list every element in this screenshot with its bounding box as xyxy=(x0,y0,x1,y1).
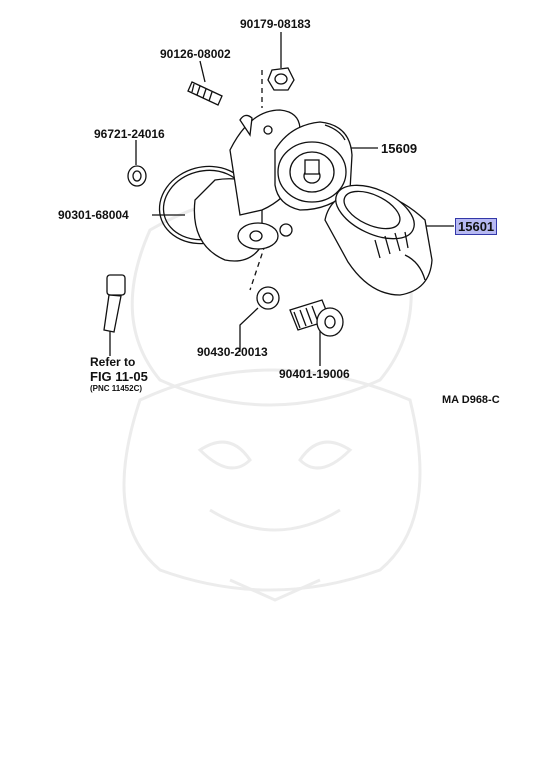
label-15609: 15609 xyxy=(381,141,418,156)
label-90179-08183: 90179-08183 xyxy=(240,17,311,31)
label-90430-20013: 90430-20013 xyxy=(197,345,268,359)
hex-nut xyxy=(267,67,295,91)
label-15601-highlighted[interactable]: 15601 xyxy=(455,218,498,235)
refer-to-text: Refer to xyxy=(90,355,136,369)
oil-cooler xyxy=(274,121,353,211)
refer-pnc-text: (PNC 11452C) xyxy=(90,384,143,393)
oil-filter xyxy=(324,184,433,296)
stud-bolt xyxy=(187,81,223,106)
diagram-code: MA D968-C xyxy=(442,394,500,406)
label-90301-68004: 90301-68004 xyxy=(58,208,129,222)
reference-bolt xyxy=(103,274,126,333)
leader-lines xyxy=(109,32,454,366)
washer-90430 xyxy=(256,286,280,310)
label-96721-24016: 96721-24016 xyxy=(94,127,165,141)
label-90126-08002: 90126-08002 xyxy=(160,47,231,61)
washer-96721 xyxy=(127,165,147,187)
label-90401-19006: 90401-19006 xyxy=(279,367,350,381)
union-bolt xyxy=(289,299,344,337)
refer-fig-text: FIG 11-05 xyxy=(90,369,148,384)
filter-housing xyxy=(193,109,301,262)
